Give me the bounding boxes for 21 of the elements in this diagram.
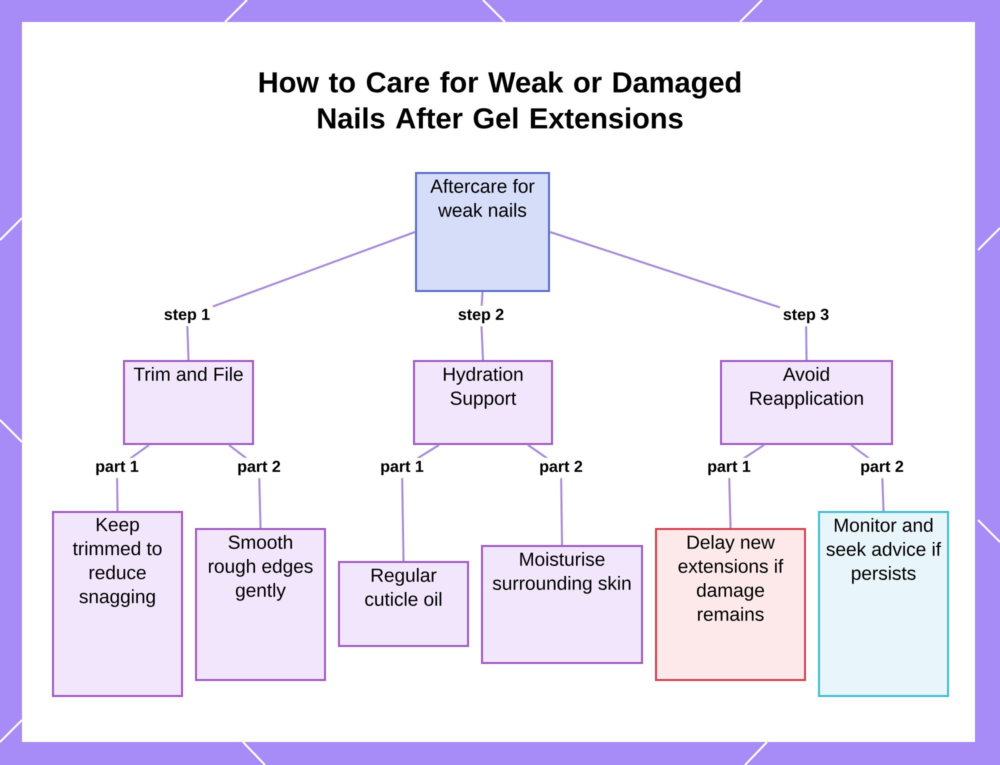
node-box: Smooth rough edges gently (195, 528, 326, 681)
node-box: Monitor and seek advice if persists (818, 511, 950, 697)
connector-line (550, 231, 808, 360)
node-box: Hydration Support (413, 360, 553, 445)
node-box: Trim and File (123, 360, 254, 445)
edge-label: part 2 (234, 458, 284, 478)
edge-label: step 3 (780, 306, 832, 326)
edge-label: step 1 (160, 306, 214, 326)
node-box: Delay new extensions if damage remains (655, 528, 806, 681)
edge-label: part 1 (92, 458, 142, 478)
title: How to Care for Weak or Damaged Nails After Gel Extensions (260, 71, 740, 129)
node-box: Keep trimmed to reduce snagging (52, 511, 183, 697)
edge-label: part 1 (377, 458, 427, 478)
edge-label: part 2 (536, 458, 586, 478)
edge-label: part 2 (857, 458, 907, 478)
node-box: Avoid Reapplication (720, 360, 894, 445)
edge-label: step 2 (454, 306, 508, 326)
edge-label: part 1 (704, 458, 754, 478)
node-box: Regular cuticle oil (338, 561, 469, 647)
node-box: Aftercare for weak nails (415, 172, 550, 292)
node-box: Moisturise surrounding skin (481, 545, 643, 664)
